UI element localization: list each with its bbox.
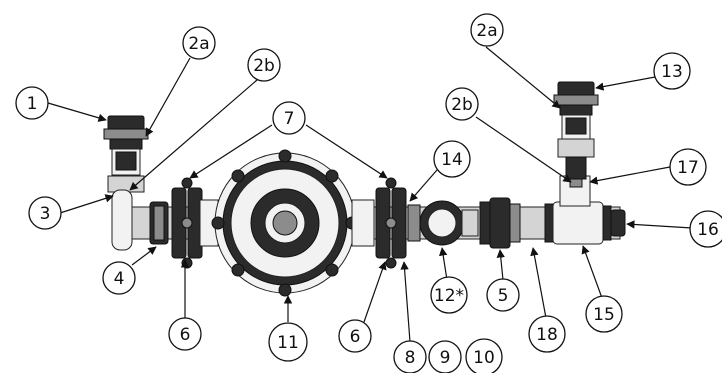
svg-text:8: 8 [405, 348, 416, 368]
callouts: 1 2a 2b 3 4 6 7 11 [15, 13, 722, 373]
callout-10: 10 [465, 338, 503, 373]
svg-text:17: 17 [677, 158, 699, 178]
callout-14: 14 [433, 140, 471, 178]
svg-text:13: 13 [661, 62, 683, 82]
svg-text:12*: 12* [434, 286, 464, 306]
right-riser-valve [553, 81, 599, 188]
svg-text:3: 3 [40, 204, 51, 224]
callout-16: 16 [689, 210, 722, 248]
callout-13: 13 [653, 52, 691, 90]
left-flange [171, 177, 203, 269]
callout-11: 11 [268, 322, 308, 362]
diaphragm-valve-body [199, 149, 375, 297]
callout-3: 3 [28, 196, 62, 230]
inline-gauge [407, 200, 479, 246]
callout-9: 9 [428, 340, 462, 373]
callout-8: 8 [393, 340, 427, 373]
callout-6-right: 6 [338, 319, 372, 353]
callout-2a-left: 2a [182, 26, 216, 60]
callout-4: 4 [102, 261, 136, 295]
callout-6-left: 6 [168, 317, 202, 351]
right-flange [375, 177, 407, 269]
assembly-drawing [103, 81, 626, 297]
callout-12: 12* [430, 276, 468, 314]
callout-2b-left: 2b [247, 48, 281, 82]
svg-text:9: 9 [440, 348, 451, 368]
callout-18: 18 [528, 315, 566, 353]
callout-15: 15 [585, 295, 623, 333]
svg-text:14: 14 [441, 150, 463, 170]
callout-2a-right: 2a [470, 13, 504, 47]
svg-text:6: 6 [180, 325, 191, 345]
callout-5: 5 [486, 278, 520, 312]
svg-text:16: 16 [697, 220, 719, 240]
svg-text:2b: 2b [451, 95, 473, 115]
svg-text:2b: 2b [253, 56, 275, 76]
right-union [479, 197, 521, 249]
callout-2b-right: 2b [445, 87, 479, 121]
svg-text:7: 7 [284, 109, 295, 129]
left-union [149, 201, 169, 245]
svg-text:5: 5 [498, 286, 509, 306]
svg-text:11: 11 [277, 333, 299, 353]
left-riser-valve [103, 115, 149, 251]
leader-lines [47, 46, 693, 343]
callout-7: 7 [272, 101, 306, 135]
svg-text:18: 18 [536, 325, 558, 345]
tee-fitting [544, 175, 626, 245]
svg-text:10: 10 [473, 348, 495, 368]
svg-text:6: 6 [350, 327, 361, 347]
svg-text:1: 1 [27, 94, 38, 114]
svg-text:4: 4 [114, 269, 125, 289]
valve-bolt-ring [211, 149, 359, 297]
svg-text:2a: 2a [476, 21, 497, 41]
svg-text:2a: 2a [188, 34, 209, 54]
callout-17: 17 [669, 148, 707, 186]
svg-text:15: 15 [593, 305, 615, 325]
callout-1: 1 [15, 86, 49, 120]
